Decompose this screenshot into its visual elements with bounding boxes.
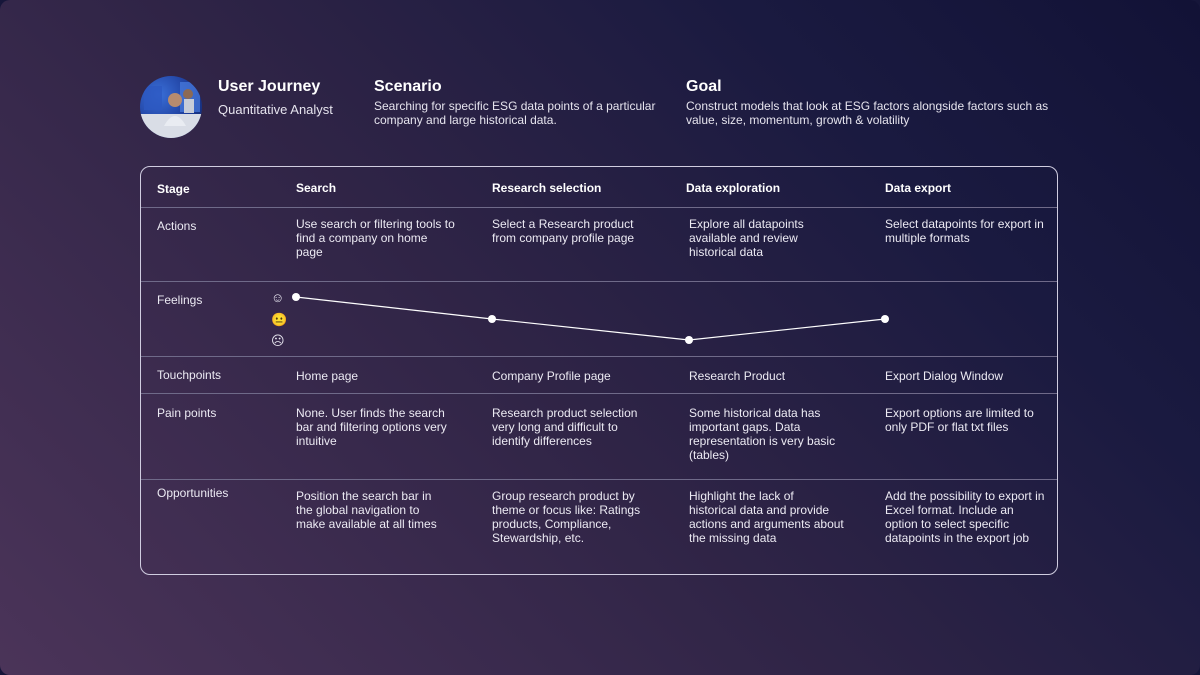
sad-face-icon: ☹ (271, 333, 285, 348)
happy-face-icon: ☺ (271, 290, 285, 305)
feelings-line (295, 296, 886, 341)
feeling-point-data-exploration (685, 336, 693, 344)
touchpoint-cell: Home page (296, 369, 359, 383)
opportunity-cell: Group research product by theme or focus… (492, 489, 641, 545)
row-label-touchpoints: Touchpoints (157, 368, 222, 382)
stage-data-export: Data export (885, 181, 952, 195)
stage-data-exploration: Data exploration (686, 181, 781, 195)
opportunity-cell: Add the possibility to export in Excel f… (885, 489, 1045, 545)
row-label-opportunities: Opportunities (157, 486, 229, 500)
row-divider (141, 393, 1057, 394)
pain-point-cell: Export options are limited to only PDF o… (885, 406, 1034, 434)
actions-cell: Use search or filtering tools to find a … (296, 217, 455, 259)
pain-point-cell: Some historical data has important gaps.… (689, 406, 836, 462)
actions-cell: Select datapoints for export in multiple… (885, 217, 1044, 245)
actions-cell: Select a Research product from company p… (492, 217, 635, 245)
feeling-point-data-export (881, 315, 889, 323)
persona-title: User Journey (218, 78, 321, 95)
stage-search: Search (296, 181, 337, 195)
actions-cell: Explore all datapoints available and rev… (689, 217, 804, 259)
touchpoint-cell: Research Product (689, 369, 786, 383)
row-label-pain-points: Pain points (157, 406, 217, 420)
pain-point-cell: None. User finds the search bar and filt… (296, 406, 447, 448)
row-divider (141, 479, 1057, 480)
feelings-line-chart (292, 293, 889, 344)
row-label-actions: Actions (157, 219, 197, 233)
touchpoint-cell: Export Dialog Window (885, 369, 1004, 383)
stage-header: Stage (157, 182, 190, 196)
opportunity-cell: Position the search bar in the global na… (296, 489, 437, 531)
neutral-face-icon: 😐 (271, 312, 288, 327)
row-divider (141, 207, 1057, 208)
persona-role: Quantitative Analyst (218, 102, 333, 117)
goal-title: Goal (686, 78, 722, 95)
opportunity-cell: Highlight the lack of historical data an… (689, 489, 844, 545)
touchpoint-cell: Company Profile page (492, 369, 611, 383)
persona-avatar (140, 76, 202, 138)
journey-table: Stage Search Research selection Data exp… (140, 166, 1058, 575)
row-label-feelings: Feelings (157, 293, 203, 307)
row-divider (141, 356, 1057, 357)
scenario-title: Scenario (374, 78, 442, 95)
pain-point-cell: Research product selection very long and… (492, 406, 638, 448)
goal-text: Construct models that look at ESG factor… (686, 99, 1049, 127)
feeling-point-research-selection (488, 315, 496, 323)
stage-research-selection: Research selection (492, 181, 602, 195)
row-divider (141, 281, 1057, 282)
feeling-point-search (292, 293, 300, 301)
scenario-text: Searching for specific ESG data points o… (374, 99, 656, 127)
